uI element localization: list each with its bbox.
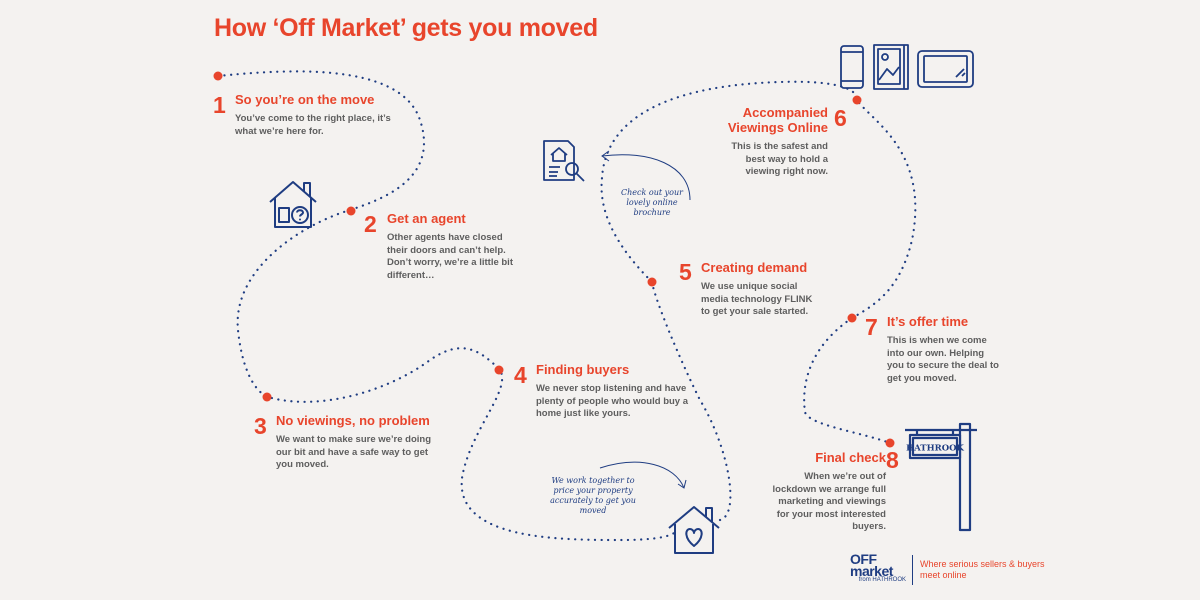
step-6: 6 Accompanied Viewings Online This is th… xyxy=(700,105,850,179)
step-3: 3 No viewings, no problem We want to mak… xyxy=(254,413,444,472)
step-heading: Final check xyxy=(815,450,886,465)
arrow-price xyxy=(599,461,685,489)
step-2: 2 Get an agent Other agents have closed … xyxy=(364,211,534,282)
step-description: You’ve come to the right place, it’s wha… xyxy=(235,113,391,137)
step-number: 1 xyxy=(213,92,226,118)
sign-brand-text: HATHROOK xyxy=(906,444,964,454)
logo-brand-top: OFF xyxy=(850,551,877,567)
step-7: 7 It’s offer time This is when we come i… xyxy=(865,314,1015,385)
step-number: 4 xyxy=(514,362,527,388)
logo-from: from HATHROOK xyxy=(858,577,906,583)
marker-7 xyxy=(847,313,857,323)
step-1: 1 So you’re on the move You’ve come to t… xyxy=(213,92,393,138)
logo-tagline: Where serious sellers & buyers meet onli… xyxy=(920,559,1045,580)
off-market-logo: OFF market from HATHROOK Where serious s… xyxy=(850,551,1045,585)
step-description: Other agents have closed their doors and… xyxy=(387,232,513,281)
step-heading: No viewings, no problem xyxy=(276,413,430,428)
step-heading: It’s offer time xyxy=(887,314,969,329)
step-number: 2 xyxy=(364,211,377,237)
marker-8 xyxy=(885,438,895,448)
step-heading: Creating demand xyxy=(701,260,808,275)
step-number: 7 xyxy=(865,314,878,340)
step-number: 5 xyxy=(679,259,692,285)
tablet-photo-icon xyxy=(873,44,909,90)
journey-dotted-line xyxy=(216,70,680,542)
step-4: 4 Finding buyers We never stop listening… xyxy=(514,362,694,421)
logo-brand-bottom: market xyxy=(850,563,893,579)
marker-1 xyxy=(213,71,223,81)
step-number: 8 xyxy=(886,447,899,473)
step-markers xyxy=(213,71,895,448)
marker-5 xyxy=(647,277,657,287)
step-description: This is when we come into our own. Helpi… xyxy=(887,335,999,384)
devices-icon xyxy=(840,44,974,90)
step-heading: Finding buyers xyxy=(536,362,630,377)
arrow-brochure xyxy=(601,154,691,201)
arrow-brochure-head xyxy=(601,150,610,162)
step-description: When we’re out of lockdown we arrange fu… xyxy=(772,471,887,532)
step-number: 6 xyxy=(834,105,847,131)
marker-3 xyxy=(262,392,272,402)
step-description: We use unique social media technology FL… xyxy=(701,281,813,317)
step-5: 5 Creating demand We use unique social m… xyxy=(679,260,849,319)
step-description: This is the safest and best way to hold … xyxy=(731,141,828,177)
tablet-icon xyxy=(917,50,974,88)
step-description: We never stop listening and have plenty … xyxy=(536,383,688,419)
house-question-icon xyxy=(269,181,317,228)
page-title: How ‘Off Market’ gets you moved xyxy=(214,14,598,42)
step-description: We want to make sure we’re doing our bit… xyxy=(276,434,432,470)
arrow-price-head xyxy=(677,479,687,489)
marker-6 xyxy=(852,95,862,105)
step-8: 8 Final check When we’re out of lockdown… xyxy=(770,447,902,534)
step-number: 3 xyxy=(254,413,267,439)
house-heart-icon xyxy=(668,506,720,554)
note-brochure: Check out your lovely online brochure xyxy=(621,188,683,217)
marker-2 xyxy=(346,206,356,216)
for-sale-sign-icon: HATHROOK xyxy=(905,422,977,532)
phone-icon xyxy=(840,45,864,89)
marker-4 xyxy=(494,365,504,375)
step-heading: Get an agent xyxy=(387,211,466,226)
note-price: We work together to price your property … xyxy=(550,476,636,515)
step-heading: Accompanied Viewings Online xyxy=(727,105,828,135)
step-heading: So you’re on the move xyxy=(235,92,375,107)
brochure-search-icon xyxy=(543,140,585,182)
logo-divider xyxy=(912,555,913,585)
